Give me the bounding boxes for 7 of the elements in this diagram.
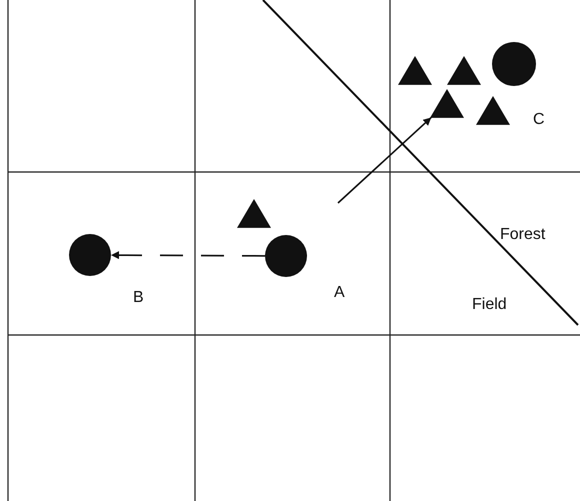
region-label: Field [472, 297, 507, 313]
arrow [111, 251, 265, 260]
region-label: Forest [500, 227, 546, 243]
arrow [337, 116, 432, 204]
region-label: B [133, 290, 144, 306]
region-label: A [334, 285, 345, 301]
region-label: C [533, 112, 545, 128]
